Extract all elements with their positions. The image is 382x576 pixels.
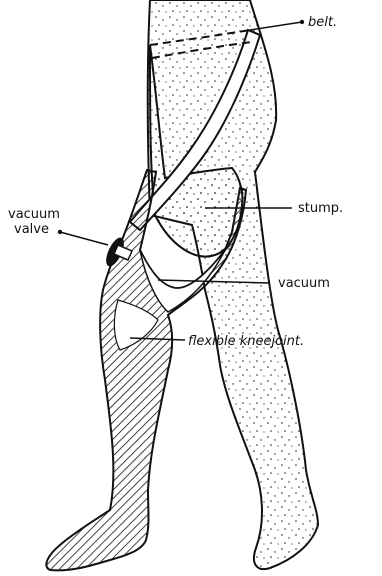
label-vacuum-valve-line1: vacuum — [8, 207, 60, 222]
vacuum-valve-leader-dot — [58, 230, 62, 234]
label-belt: belt. — [308, 15, 337, 30]
label-vacuum: vacuum — [278, 276, 330, 291]
label-stump: stump. — [298, 201, 343, 216]
label-vacuum-valve-line2: valve — [14, 222, 49, 237]
vacuum-valve-leader — [60, 232, 108, 245]
label-flexible-kneejoint: flexible kneejoint. — [188, 334, 304, 349]
belt-leader-dot — [300, 20, 304, 24]
